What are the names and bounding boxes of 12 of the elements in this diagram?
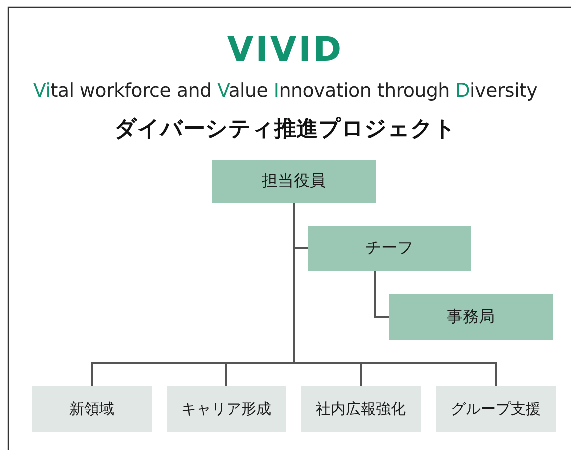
connector-line	[293, 203, 497, 386]
org-box: 担当役員	[212, 160, 376, 203]
title: VIVID	[226, 30, 345, 70]
subtitle: Vital workforce and Value Innovation through Diversity	[32, 80, 539, 102]
connector-line	[374, 271, 389, 318]
org-box: キャリア形成	[167, 386, 286, 432]
org-box: チーフ	[308, 226, 471, 271]
org-box: グループ支援	[436, 386, 556, 432]
org-box: 社内広報強化	[301, 386, 421, 432]
org-box: 新領域	[32, 386, 152, 432]
heading: ダイバーシティ推進プロジェクト	[114, 116, 458, 144]
org-box: 事務局	[389, 294, 553, 340]
